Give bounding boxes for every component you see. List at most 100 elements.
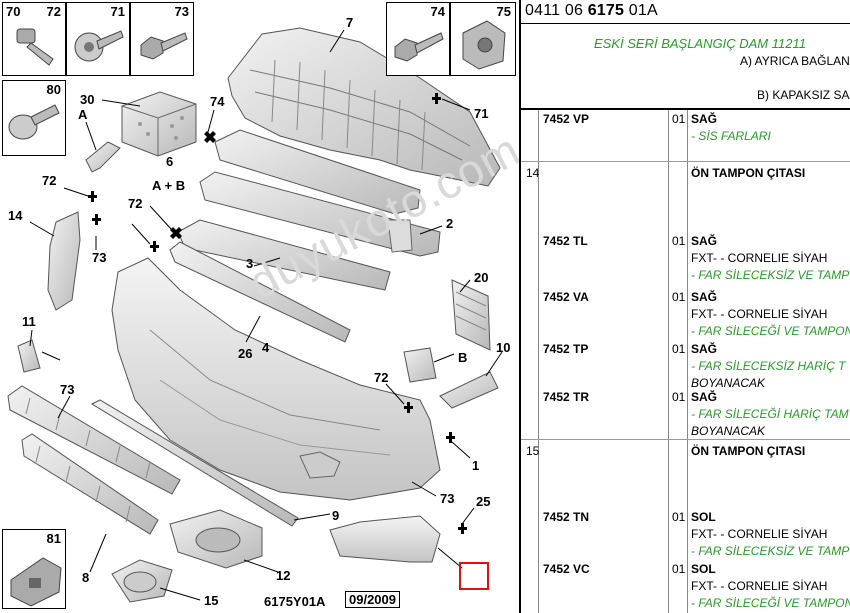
callout-label[interactable]: 26 bbox=[238, 346, 252, 361]
description-line: - SİS FARLARI bbox=[691, 129, 771, 143]
part-30-fastener-box[interactable] bbox=[121, 91, 197, 157]
callout-15-highlight-box[interactable] bbox=[459, 562, 489, 590]
part-11-clip[interactable] bbox=[17, 339, 41, 373]
description-line: SAĞ bbox=[691, 290, 718, 304]
note-a: A) AYRICA BAĞLAN bbox=[740, 54, 850, 68]
part-reference: 7452 VC bbox=[543, 562, 590, 576]
part-12-fog-lamp[interactable] bbox=[111, 559, 173, 603]
thumb-75[interactable]: 75 bbox=[450, 2, 516, 76]
part-26-clip[interactable] bbox=[403, 347, 437, 383]
catalog-code-prefix: 0411 06 bbox=[525, 2, 588, 19]
diagram-date: 09/2009 bbox=[345, 591, 400, 608]
description-line: SAĞ bbox=[691, 390, 718, 404]
thumb-80[interactable]: 80 bbox=[2, 80, 66, 156]
part-1-bumper-cover[interactable] bbox=[111, 257, 441, 501]
callout-label[interactable]: A bbox=[78, 107, 88, 122]
callout-label[interactable]: 1 bbox=[472, 458, 479, 473]
thumb-74[interactable]: 74 bbox=[386, 2, 450, 76]
callout-label[interactable]: 71 bbox=[474, 106, 488, 121]
part-10-grille[interactable] bbox=[7, 385, 181, 495]
callout-label[interactable]: 7 bbox=[346, 15, 353, 30]
part-14-side-bracket[interactable] bbox=[47, 211, 81, 311]
diagram-code: 6175Y01A bbox=[264, 594, 326, 609]
description-line: - FAR SİLECEĞİ VE TAMPON bbox=[691, 596, 850, 610]
callout-label[interactable]: 72 bbox=[42, 173, 56, 188]
callout-label[interactable]: A + B bbox=[152, 178, 185, 193]
description-line: - FAR SİLECEKSİZ VE TAMP bbox=[691, 544, 850, 558]
quantity: 01 bbox=[672, 562, 686, 576]
callout-label[interactable]: 15 bbox=[204, 593, 218, 608]
callout-label[interactable]: 10 bbox=[496, 340, 510, 355]
part-reference: 7452 TL bbox=[543, 234, 588, 248]
thumb-70-72[interactable]: 70 72 bbox=[2, 2, 66, 76]
part-20-side-grille[interactable] bbox=[451, 279, 491, 351]
thumb-num: 71 bbox=[110, 4, 125, 19]
part-25-strip[interactable] bbox=[90, 399, 299, 527]
part-9-lower-grille[interactable] bbox=[21, 433, 159, 535]
callout-labels: 7 71 74 30A 6 A + B 72 14 73 72 2 3 20 11 4 26 B 10 73 72 1 7… bbox=[8, 15, 510, 608]
group-number: 14 bbox=[526, 166, 540, 180]
part-8-fog-bezel[interactable] bbox=[169, 509, 263, 569]
description-line: ÖN TAMPON ÇITASI bbox=[691, 166, 806, 180]
quantity: 01 bbox=[672, 112, 686, 126]
callout-label[interactable]: 9 bbox=[332, 508, 339, 523]
description-line: - FAR SİLECEKSİZ VE TAMP bbox=[691, 268, 850, 282]
hex-bolt-icon bbox=[394, 32, 444, 62]
catalog-code: 0411 06 6175 01A bbox=[525, 2, 658, 20]
flange-nut-icon bbox=[74, 30, 124, 62]
callout-label[interactable]: 14 bbox=[8, 208, 23, 223]
callout-label[interactable]: 20 bbox=[474, 270, 488, 285]
parts-list-panel: 0411 06 6175 01A ESKİ SERİ BAŞLANGIÇ DAM… bbox=[519, 0, 850, 613]
part-reference: 7452 TN bbox=[543, 510, 590, 524]
callout-label[interactable]: 12 bbox=[276, 568, 290, 583]
thumb-num: 72 bbox=[46, 4, 61, 19]
callout-label[interactable]: 2 bbox=[446, 216, 453, 231]
description-line: BOYANACAK bbox=[691, 376, 766, 390]
note-b: B) KAPAKSIZ SA bbox=[757, 88, 850, 102]
part-7-grille-frame[interactable] bbox=[227, 27, 501, 187]
callout-label[interactable]: 8 bbox=[82, 570, 89, 585]
callout-label[interactable]: B bbox=[458, 350, 467, 365]
part-2-beam[interactable] bbox=[199, 171, 441, 257]
part-reference: 7452 VP bbox=[543, 112, 590, 126]
part-reference: 7452 TR bbox=[543, 390, 590, 404]
part-upper-absorber[interactable] bbox=[214, 129, 421, 215]
thumb-81[interactable]: 81 bbox=[2, 529, 66, 609]
diagram-drawing: 7 71 74 30A 6 A + B 72 14 73 72 2 3 20 11 4 26 B 10 73 72 1 7… bbox=[7, 15, 510, 608]
callout-label[interactable]: 72 bbox=[374, 370, 388, 385]
grid-line bbox=[687, 110, 688, 613]
catalog-code-main: 6175 bbox=[587, 2, 625, 19]
part-15-moulding[interactable] bbox=[329, 515, 441, 563]
thumb-num: 74 bbox=[430, 4, 445, 19]
description-line: SAĞ bbox=[691, 342, 718, 356]
callout-label[interactable]: 73 bbox=[92, 250, 106, 265]
callout-label[interactable]: 25 bbox=[476, 494, 490, 509]
clip-nut-icon bbox=[462, 20, 506, 70]
leader-lines bbox=[29, 29, 503, 601]
callout-label[interactable]: 73 bbox=[440, 491, 454, 506]
push-rivet-icon bbox=[8, 104, 60, 140]
thumb-73[interactable]: 73 bbox=[130, 2, 194, 76]
description-line: - FAR SİLECEĞİ HARİÇ TAM bbox=[691, 407, 849, 421]
description-line: BOYANACAK bbox=[691, 424, 766, 438]
part-b-bracket[interactable] bbox=[439, 371, 499, 409]
callout-label[interactable]: 73 bbox=[60, 382, 74, 397]
quantity: 01 bbox=[672, 234, 686, 248]
thumb-71[interactable]: 71 bbox=[66, 2, 130, 76]
callout-label[interactable]: 74 bbox=[210, 94, 225, 109]
callout-label[interactable]: 72 bbox=[128, 196, 142, 211]
callout-label[interactable]: 11 bbox=[22, 314, 36, 329]
series-note: ESKİ SERİ BAŞLANGIÇ DAM 11211 bbox=[594, 36, 806, 51]
callout-label[interactable]: 30 bbox=[80, 92, 94, 107]
fastener-markers bbox=[88, 93, 467, 534]
part-a-bracket[interactable] bbox=[85, 141, 121, 173]
thumb-num: 73 bbox=[174, 4, 189, 19]
part-4-support[interactable] bbox=[169, 241, 351, 343]
callout-label[interactable]: 4 bbox=[262, 340, 270, 355]
thumb-num: 70 bbox=[6, 4, 21, 19]
grid-line bbox=[668, 110, 669, 613]
callout-label[interactable]: 6 bbox=[166, 154, 173, 169]
screw-icon bbox=[16, 28, 54, 66]
callout-label[interactable]: 3 bbox=[246, 256, 253, 271]
